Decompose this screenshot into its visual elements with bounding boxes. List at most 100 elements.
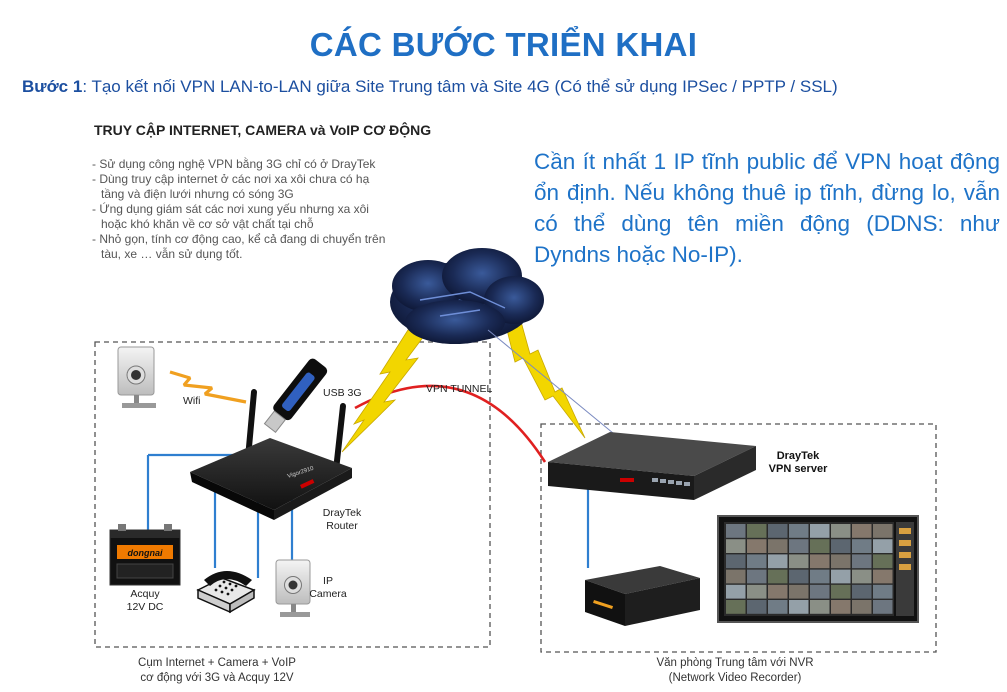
voip-phone-icon bbox=[196, 571, 256, 614]
step-label: Bước 1 bbox=[22, 77, 83, 96]
ip-camera-icon bbox=[275, 559, 311, 617]
camera-feed-tile bbox=[768, 600, 788, 614]
camera-feed-tile bbox=[768, 584, 788, 599]
internet-cloud-icon bbox=[390, 248, 544, 344]
camera-feed-tile bbox=[747, 569, 767, 584]
battery-label: Acquy 12V DC bbox=[117, 588, 173, 614]
camera-feed-tile bbox=[789, 600, 809, 614]
camera-feed-tile bbox=[852, 539, 872, 553]
camera-feed-tile bbox=[810, 539, 830, 553]
usb-3g-label: USB 3G bbox=[323, 387, 362, 399]
bullet-item: - Nhỏ gọn, tính cơ động cao, kể cả đang … bbox=[92, 232, 386, 246]
camera-feed-tile bbox=[747, 539, 767, 553]
bullet-item: hoặc khó khăn về cơ sở vật chất tại chỗ bbox=[101, 217, 314, 231]
bullet-item: tầng và điện lưới nhưng có sóng 3G bbox=[101, 187, 294, 201]
ip-camera-icon bbox=[117, 346, 156, 408]
camera-feed-tile bbox=[726, 584, 746, 599]
camera-feed-tile bbox=[747, 524, 767, 538]
camera-feed-tile bbox=[726, 600, 746, 614]
camera-feed-tile bbox=[810, 554, 830, 569]
camera-feed-tile bbox=[831, 524, 851, 538]
vpn-server-label-line: DrayTek bbox=[776, 450, 820, 462]
camera-feed-tile bbox=[852, 584, 872, 599]
camera-feed-tile bbox=[873, 569, 893, 584]
right-group-caption-line: (Network Video Recorder) bbox=[668, 672, 802, 684]
camera-feed-tile bbox=[747, 600, 767, 614]
step-text: : Tạo kết nối VPN LAN-to-LAN giữa Site T… bbox=[82, 77, 838, 96]
camera-feed-tile bbox=[789, 554, 809, 569]
static-ip-note: Cần ít nhất 1 IP tĩnh public để VPN hoạt… bbox=[534, 149, 1000, 267]
ip-camera-label: IP Camera bbox=[308, 575, 348, 601]
right-group-caption-line: Văn phòng Trung tâm với NVR bbox=[656, 657, 814, 669]
camera-feed-tile bbox=[810, 524, 830, 538]
vpn-server-label: DrayTek VPN server bbox=[753, 450, 843, 476]
camera-feed-tile bbox=[789, 584, 809, 599]
camera-feed-tile bbox=[768, 569, 788, 584]
battery-label-line: 12V DC bbox=[126, 601, 164, 613]
ip-camera-label-line: Camera bbox=[309, 588, 347, 600]
draytek-router-icon: Vigor2910 bbox=[190, 389, 352, 520]
left-group-caption: Cụm Internet + Camera + VoIP cơ động với… bbox=[102, 656, 332, 686]
camera-feed-tile bbox=[873, 600, 893, 614]
nvr-monitor-icon bbox=[717, 515, 919, 623]
bullet-item: - Sử dụng công nghệ VPN bằng 3G chỉ có ở… bbox=[92, 157, 376, 171]
camera-feed-tile bbox=[852, 600, 872, 614]
bullet-item: tàu, xe … vẫn sử dụng tốt. bbox=[101, 247, 243, 261]
camera-feed-tile bbox=[726, 554, 746, 569]
camera-feed-tile bbox=[789, 524, 809, 538]
bullet-item: - Ứng dụng giám sát các nơi xung yếu như… bbox=[92, 202, 369, 216]
camera-feed-tile bbox=[831, 569, 851, 584]
bullet-item: - Dùng truy cập internet ở các nơi xa xô… bbox=[92, 172, 370, 186]
wireless-3g-bolt-right bbox=[504, 317, 586, 439]
wireless-3g-bolt-left bbox=[341, 327, 431, 453]
camera-feed-grid bbox=[726, 524, 893, 614]
page-title: CÁC BƯỚC TRIỂN KHAI bbox=[309, 26, 698, 63]
wifi-signal-icon bbox=[169, 370, 247, 404]
camera-feed-tile bbox=[831, 554, 851, 569]
camera-feed-tile bbox=[768, 554, 788, 569]
usb-3g-dongle-icon bbox=[263, 358, 328, 434]
camera-feed-tile bbox=[852, 569, 872, 584]
camera-feed-tile bbox=[873, 524, 893, 538]
step-description: Bước 1: Tạo kết nối VPN LAN-to-LAN giữa … bbox=[22, 77, 838, 97]
left-group-caption-line: cơ động với 3G và Acquy 12V bbox=[140, 672, 294, 684]
router-label: DrayTek Router bbox=[318, 507, 366, 533]
section-heading: TRUY CẬP INTERNET, CAMERA và VoIP CƠ ĐỘN… bbox=[94, 122, 432, 138]
camera-feed-tile bbox=[810, 600, 830, 614]
vpn-server-label-line: VPN server bbox=[768, 463, 828, 475]
camera-feed-tile bbox=[726, 524, 746, 538]
camera-feed-tile bbox=[852, 524, 872, 538]
camera-feed-tile bbox=[768, 524, 788, 538]
wifi-label: Wifi bbox=[183, 395, 201, 407]
camera-feed-tile bbox=[789, 569, 809, 584]
draytek-vpn-server-icon bbox=[548, 432, 756, 500]
right-site-group bbox=[540, 423, 937, 653]
camera-feed-tile bbox=[789, 539, 809, 553]
camera-feed-tile bbox=[726, 569, 746, 584]
camera-feed-tile bbox=[873, 539, 893, 553]
camera-feed-tile bbox=[831, 584, 851, 599]
camera-feed-tile bbox=[873, 584, 893, 599]
battery-brand-label: dongnai bbox=[128, 548, 163, 558]
camera-feed-tile bbox=[747, 554, 767, 569]
feature-bullets: - Sử dụng công nghệ VPN bằng 3G chỉ có ở… bbox=[92, 157, 472, 262]
battery-12v-icon: dongnai bbox=[109, 524, 181, 586]
router-label-line: Router bbox=[326, 520, 358, 532]
camera-feed-tile bbox=[873, 554, 893, 569]
camera-feed-tile bbox=[810, 569, 830, 584]
vpn-tunnel-label: VPN TUNNEL bbox=[426, 383, 492, 395]
battery-label-line: Acquy bbox=[130, 588, 160, 600]
ip-camera-label-line: IP bbox=[323, 575, 333, 587]
camera-feed-tile bbox=[852, 554, 872, 569]
camera-feed-tile bbox=[768, 539, 788, 553]
left-group-caption-line: Cụm Internet + Camera + VoIP bbox=[138, 657, 296, 669]
signal-streak bbox=[487, 329, 637, 453]
right-group-caption: Văn phòng Trung tâm với NVR (Network Vid… bbox=[620, 656, 850, 686]
router-label-line: DrayTek bbox=[322, 507, 362, 519]
nvr-recorder-icon bbox=[585, 566, 700, 626]
camera-feed-tile bbox=[831, 539, 851, 553]
camera-feed-tile bbox=[726, 539, 746, 553]
camera-feed-tile bbox=[747, 584, 767, 599]
camera-feed-tile bbox=[831, 600, 851, 614]
